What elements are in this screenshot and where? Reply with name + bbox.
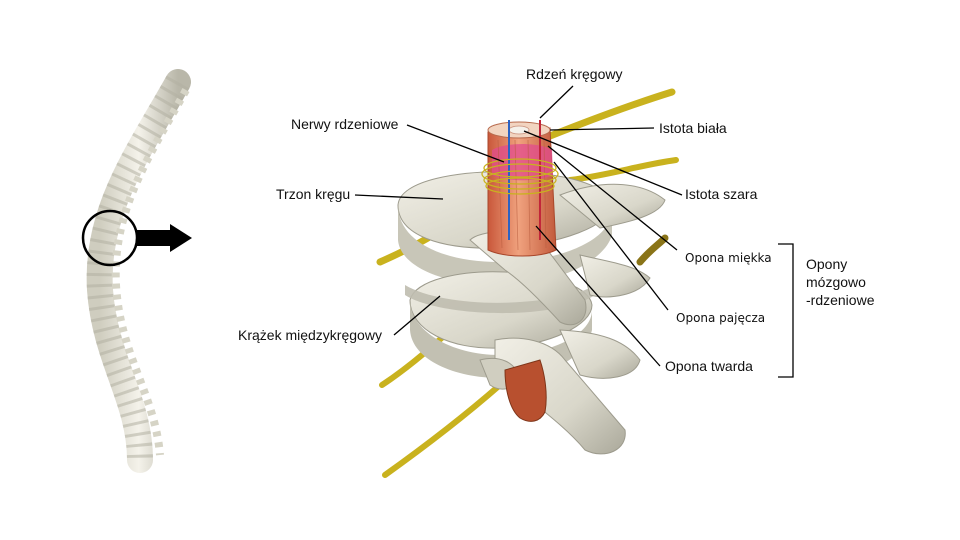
nerve-rootlets: [481, 158, 559, 195]
label-spinal-nerves: Nerwy rdzeniowe: [291, 116, 399, 132]
vertebrae: [397, 171, 666, 455]
leader-lines: [354, 85, 794, 378]
label-arachnoid: Opona pajęcza: [676, 311, 766, 325]
label-intervertebral-disc: Krążek międzykręgowy: [238, 327, 382, 343]
label-spinal-cord: Rdzeń kręgowy: [526, 66, 623, 82]
label-dura-mater: Opona twarda: [665, 358, 753, 374]
zoom-arrow: [137, 224, 192, 252]
label-grey-matter: Istota szara: [685, 186, 758, 202]
meninges-line-3: -rdzeniowe: [806, 292, 875, 308]
label-meninges-group: Opony mózgowo -rdzeniowe: [806, 255, 874, 309]
label-pia-mater: Opona miękka: [685, 251, 772, 265]
label-vertebral-body: Trzon kręgu: [276, 186, 351, 202]
meninges-line-2: mózgowo: [806, 274, 866, 290]
spine-overview: [86, 69, 191, 473]
label-white-matter: Istota biała: [659, 120, 727, 136]
meninges-line-1: Opony: [806, 256, 848, 272]
